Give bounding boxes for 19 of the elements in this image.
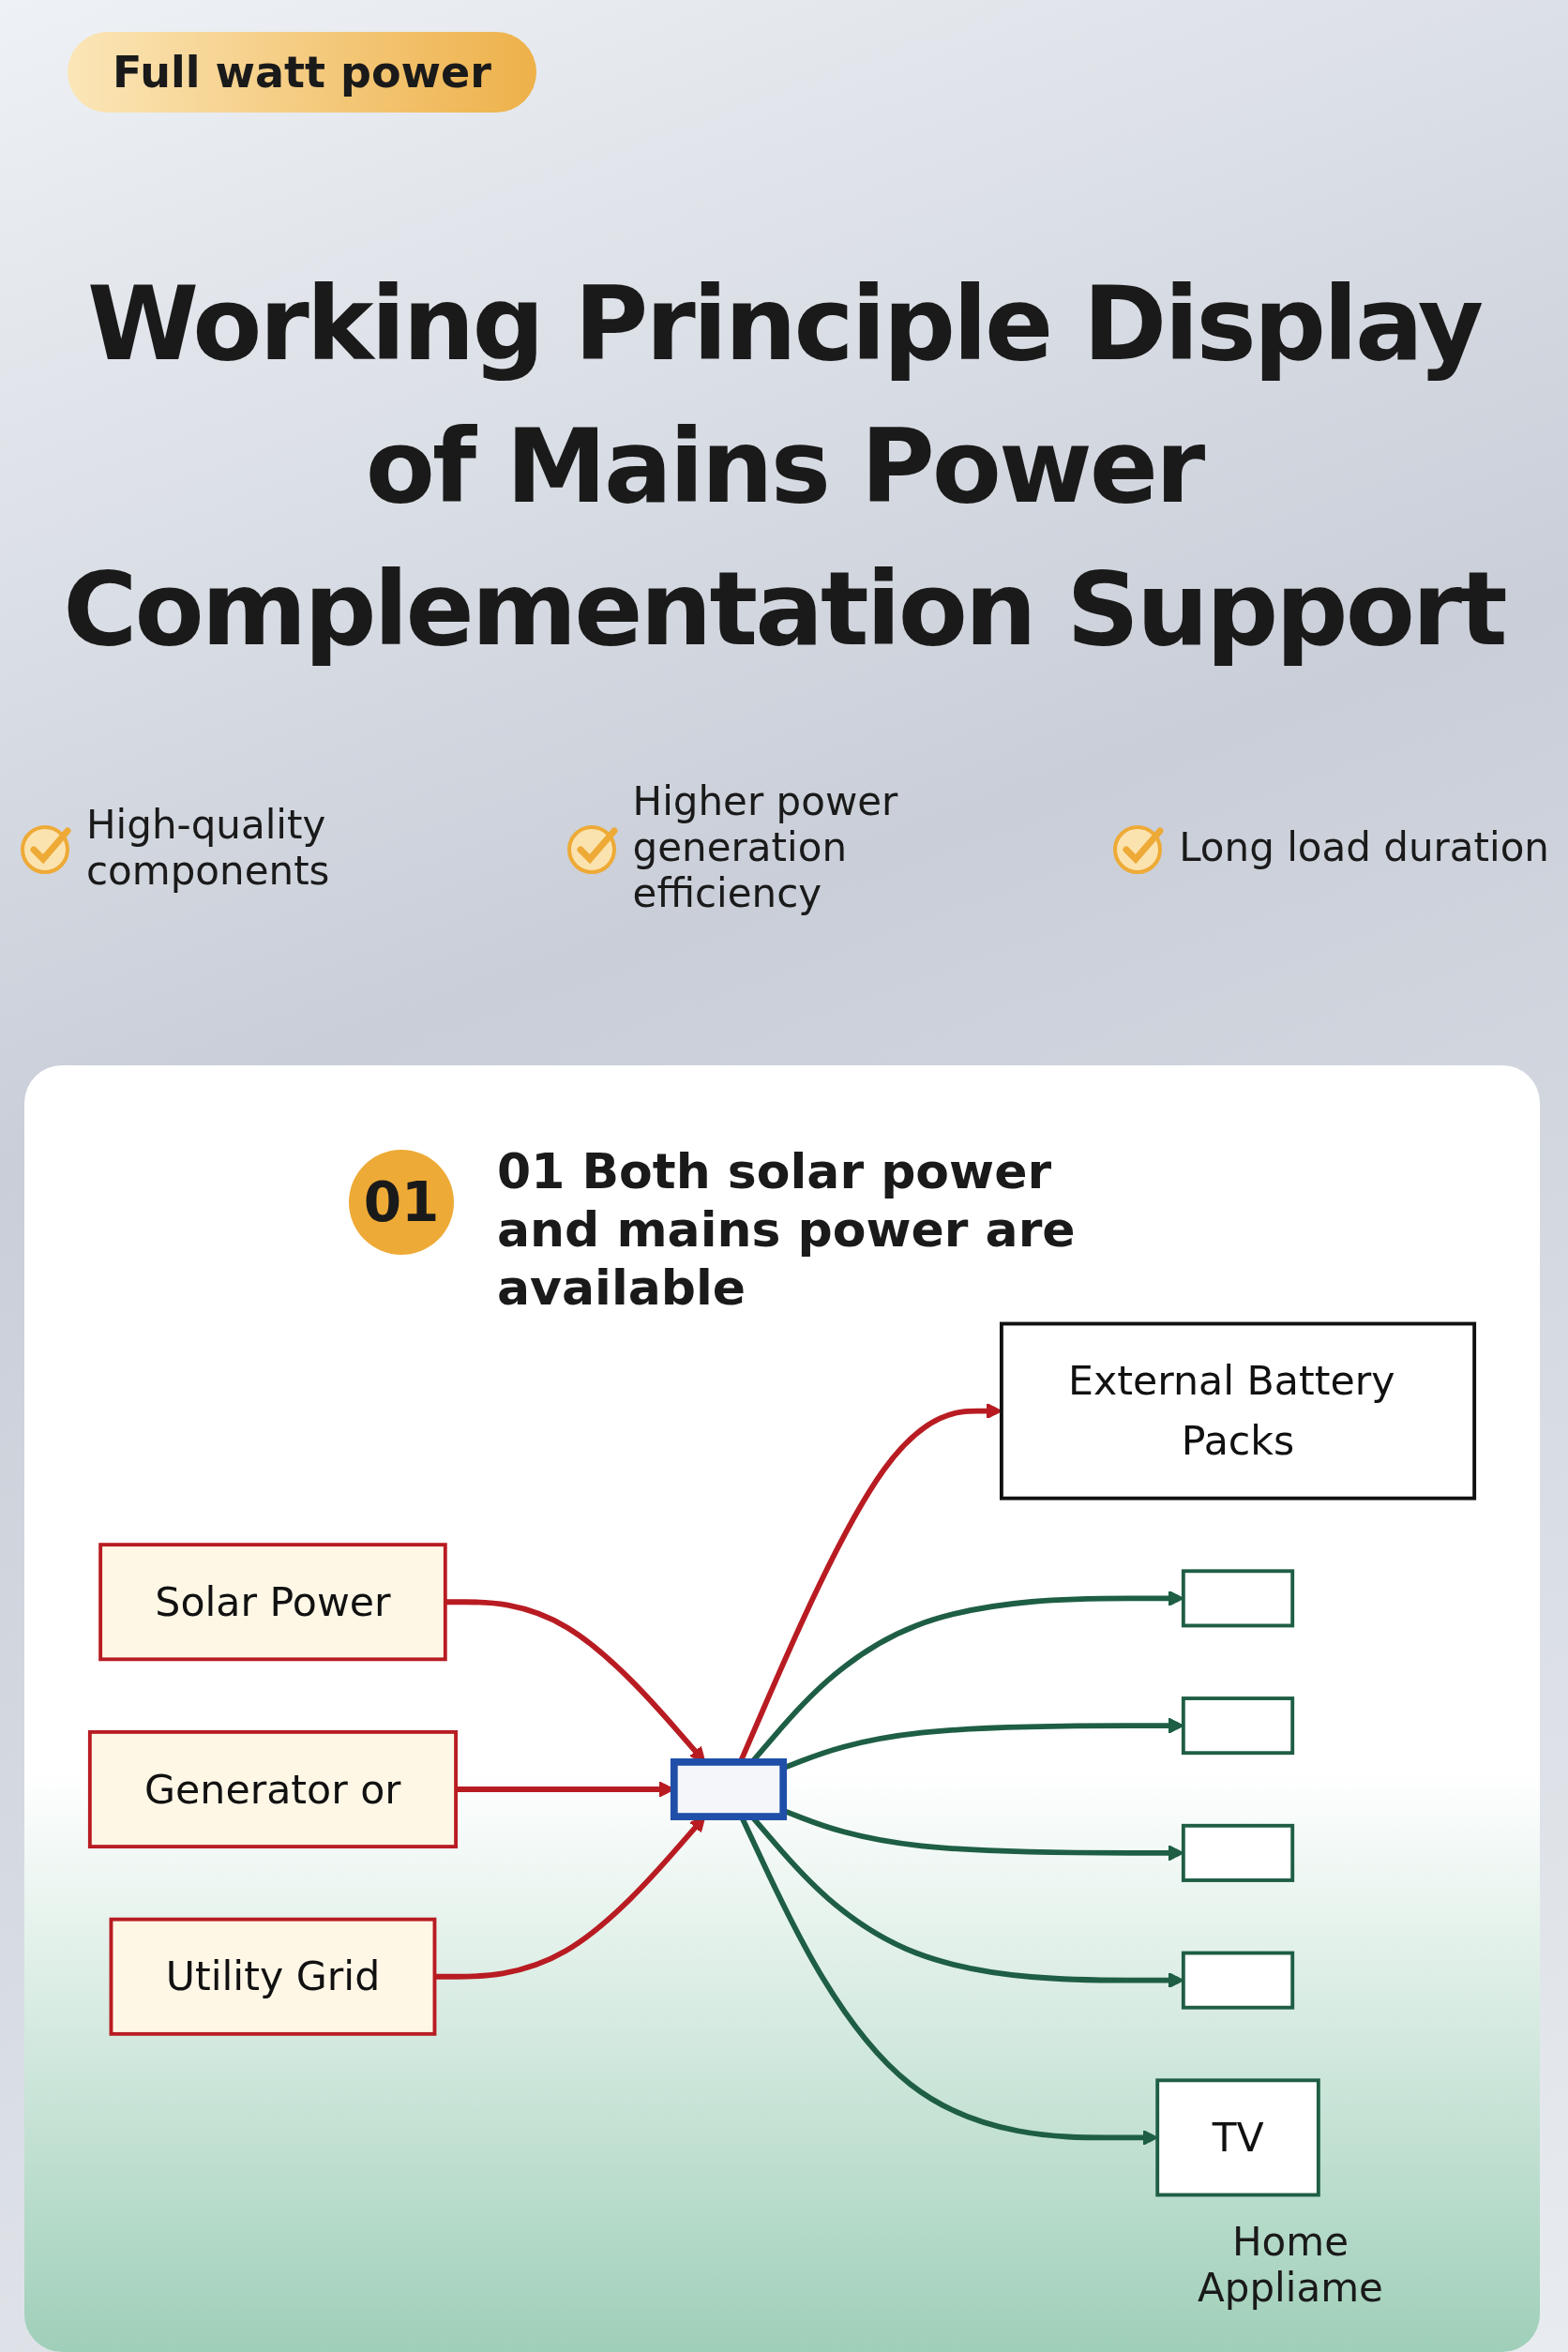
tag-badge: Full watt power (68, 32, 536, 113)
node-box (1155, 2078, 1320, 2197)
step-number-badge: 01 (349, 1150, 454, 1255)
feature-text: High-quality components (86, 801, 331, 894)
node-box (1181, 1696, 1295, 1756)
node-box (1181, 1951, 1295, 2010)
section-heading: 01 Both solar power and mains power are available (497, 1142, 1077, 1317)
node-box (670, 1758, 788, 1820)
node-box (87, 1729, 459, 1849)
feature-text: Higher power generation efficiency (632, 778, 899, 916)
node-box (999, 1321, 1477, 1500)
group-caption: Home Appliame (1197, 2219, 1384, 2311)
node-box (98, 1543, 447, 1662)
node-box (109, 1917, 437, 2036)
feature-text: Long load duration (1179, 824, 1549, 870)
node-box (1181, 1569, 1295, 1628)
node-box (1181, 1823, 1295, 1882)
card-background: 01 01 Both solar power and mains power are available Solar Power Generator or Utility Grid External Battery Packs TV Home Appliame (24, 1065, 1540, 2352)
title: Working Principle Display of Mains Power Complementation Support (62, 264, 1507, 670)
